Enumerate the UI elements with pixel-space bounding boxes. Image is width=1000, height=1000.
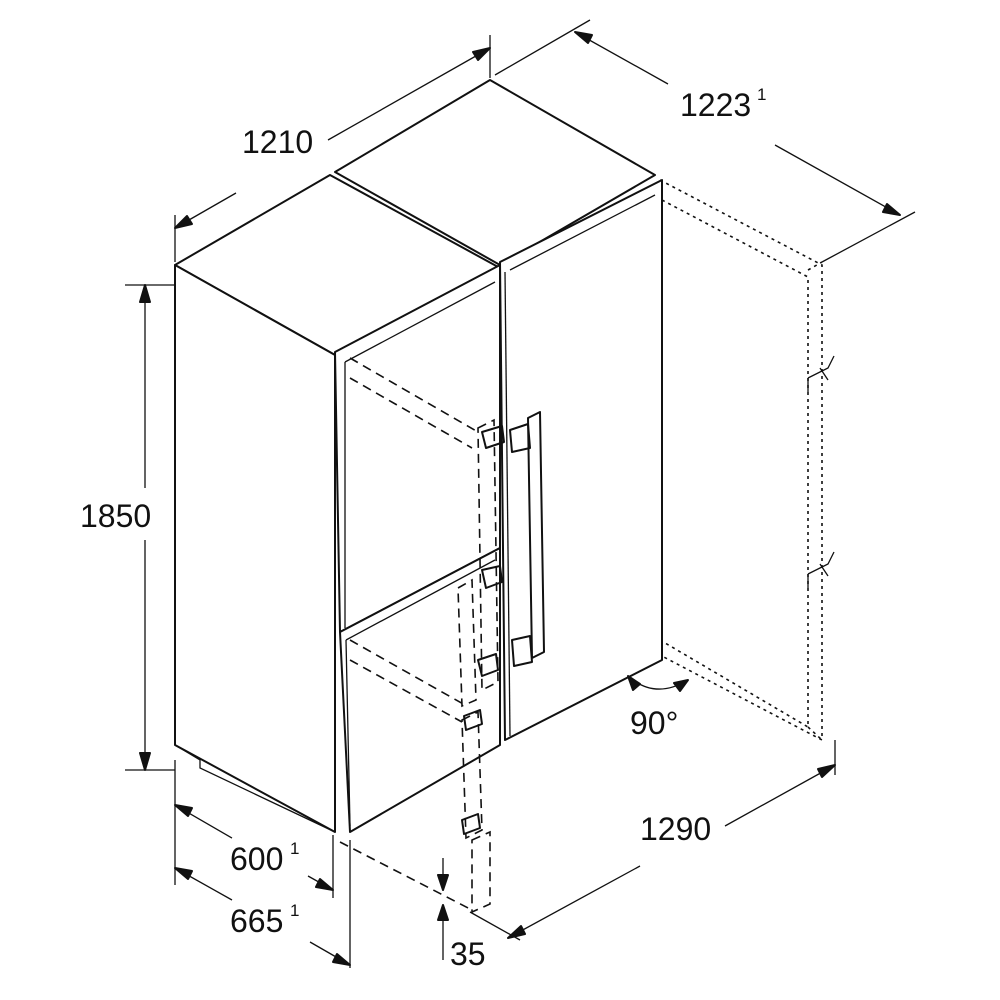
door-angle-arc — [627, 675, 689, 692]
dim-label-1210: 1210 — [242, 124, 313, 160]
dim-line-1210 — [174, 35, 491, 262]
dim-note-1223: 1 — [757, 85, 766, 104]
dim-label-1850: 1850 — [80, 498, 151, 534]
dim-line-1850 — [125, 284, 175, 771]
dim-line-1290 — [469, 740, 836, 941]
right-appliance — [334, 79, 663, 741]
dim-note-600: 1 — [290, 839, 299, 858]
dim-label-90-degrees: 90° — [630, 705, 678, 741]
dim-label-1223: 1223 — [680, 87, 751, 123]
dim-label-665: 665 — [230, 903, 283, 939]
open-door-swing-left — [339, 357, 505, 914]
dim-label-600: 600 — [230, 841, 283, 877]
dim-label-35: 35 — [450, 936, 486, 972]
dim-label-1290: 1290 — [640, 811, 711, 847]
dim-line-600 — [174, 760, 334, 898]
dim-note-665: 1 — [290, 901, 299, 920]
left-appliance — [174, 174, 501, 833]
dim-line-665 — [174, 840, 351, 968]
open-door-outline-right — [659, 179, 835, 742]
dim-line-1223 — [494, 19, 916, 263]
dim-line-35 — [437, 858, 449, 960]
